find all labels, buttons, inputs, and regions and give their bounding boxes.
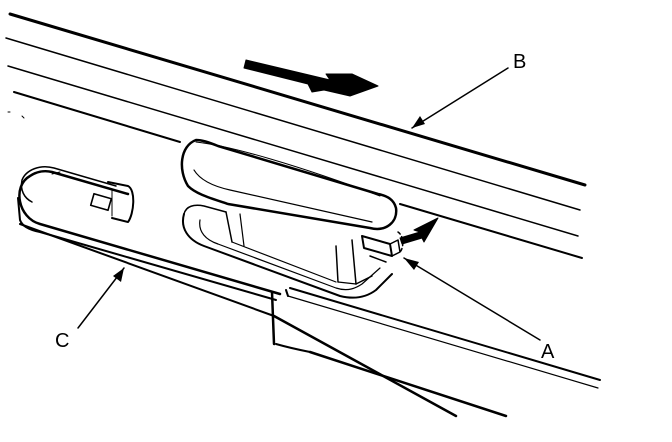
arrowhead-c — [113, 268, 124, 282]
callout-label-b: B — [513, 51, 527, 73]
wiper-frame — [5, 12, 587, 259]
lower-rail — [21, 115, 601, 389]
clip-cover — [180, 138, 398, 231]
leader-arrowheads — [113, 116, 425, 282]
push-arrow-icon — [399, 217, 439, 245]
callout-label-a: A — [541, 341, 555, 363]
arrowhead-a — [404, 258, 419, 270]
release-tab-a — [361, 231, 404, 257]
callout-label-c: C — [55, 330, 70, 352]
clip-cradle — [182, 204, 393, 299]
arrowhead-b — [412, 116, 425, 128]
wiper-blade-c — [17, 166, 508, 418]
slide-direction-arrow-icon — [243, 59, 379, 97]
